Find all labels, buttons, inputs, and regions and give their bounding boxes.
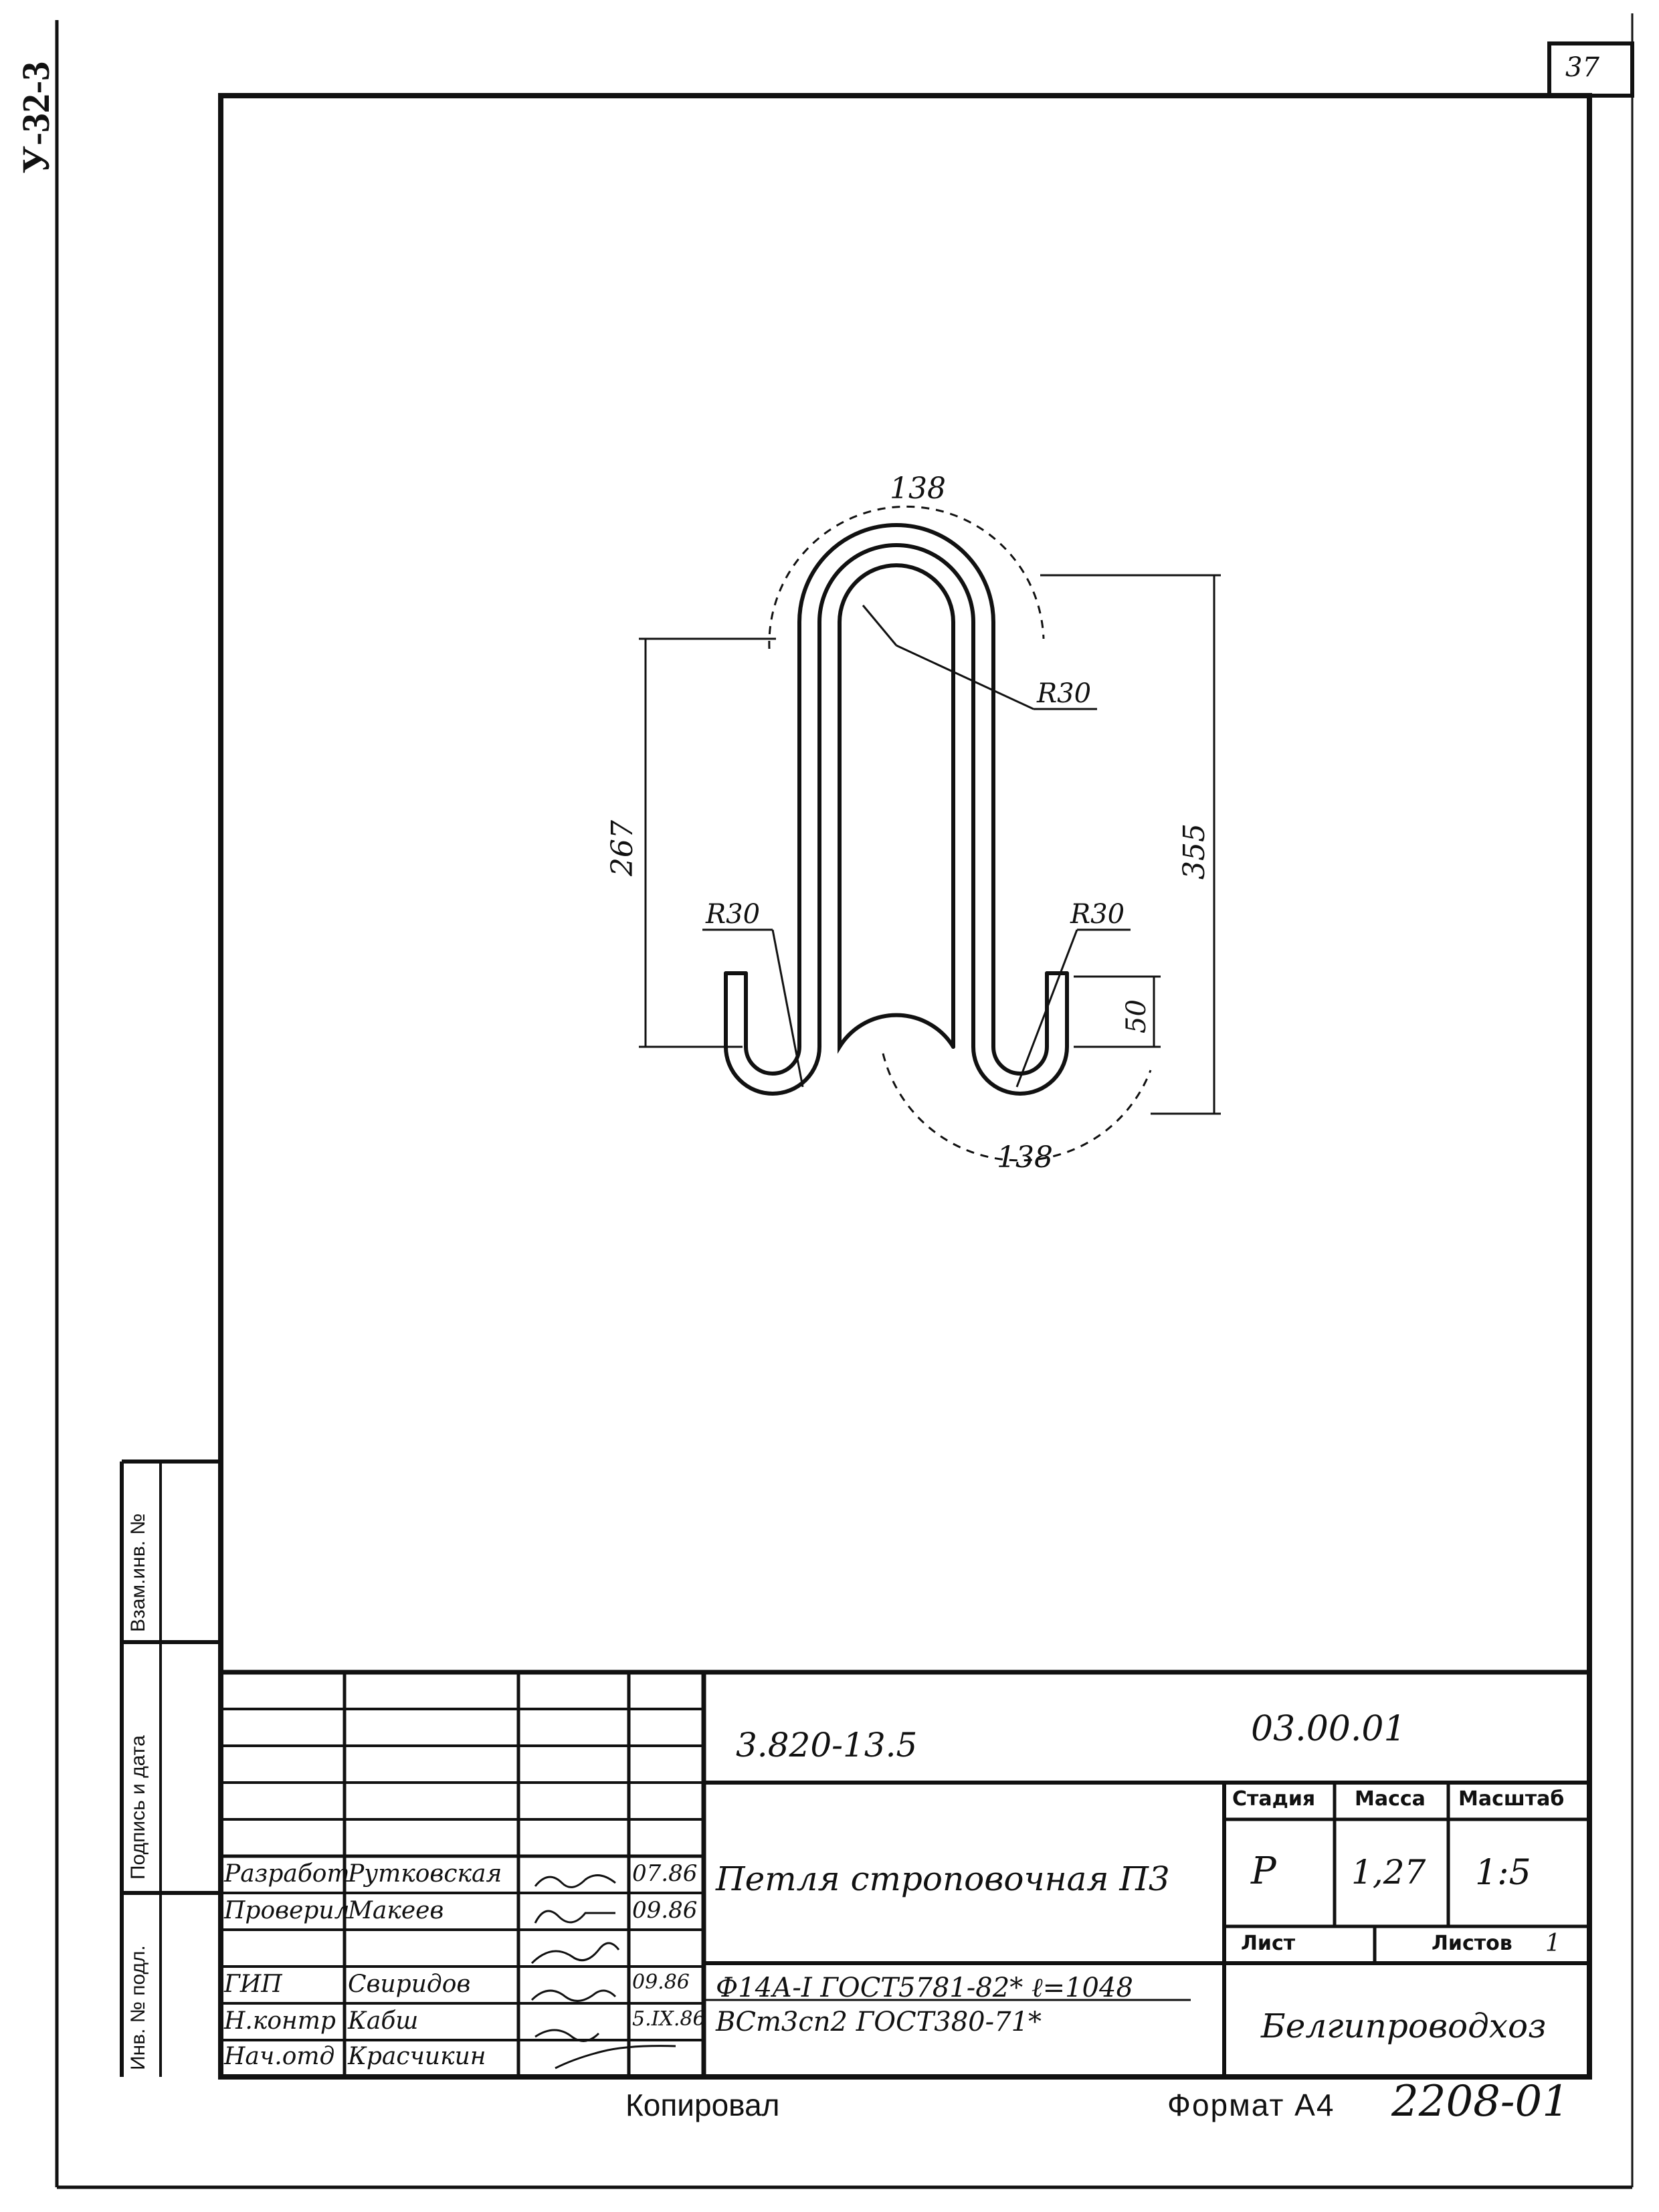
dim-bottom-arc: 138 bbox=[997, 1140, 1053, 1175]
format-label: Формат А4 bbox=[1167, 2088, 1335, 2122]
mass-header: Масса bbox=[1355, 1787, 1426, 1811]
signature-row bbox=[221, 1931, 704, 1968]
dim-radius-left: R30 bbox=[705, 899, 760, 930]
sig-date: 5.IX.86 bbox=[632, 2007, 706, 2031]
material-line2: ВСт3сп2 ГОСТ380-71* bbox=[716, 2007, 1042, 2037]
sig-role: ГИП bbox=[224, 1971, 282, 1998]
sig-name: Красчикин bbox=[348, 2043, 486, 2070]
sig-date: 09.86 bbox=[632, 1971, 690, 1994]
signature-row: Разработ Рутковская 07.86 bbox=[221, 1857, 704, 1894]
sig-role: Н.контр bbox=[224, 2007, 336, 2035]
sheets-value: 1 bbox=[1545, 1930, 1561, 1957]
copied-label: Копировал bbox=[625, 2088, 780, 2122]
sig-date: 07.86 bbox=[632, 1860, 698, 1887]
dim-top-arc: 138 bbox=[890, 472, 946, 506]
stage-header: Стадия bbox=[1232, 1787, 1316, 1811]
doc-number: 2208-01 bbox=[1391, 2077, 1569, 2126]
scale-value: 1:5 bbox=[1475, 1853, 1531, 1893]
sig-name: Свиридов bbox=[348, 1971, 471, 1998]
sig-name: Кабш bbox=[348, 2007, 419, 2035]
organization: Белгипроводхоз bbox=[1261, 2007, 1547, 2045]
dim-radius-right: R30 bbox=[1070, 899, 1125, 930]
stage-value: Р bbox=[1251, 1849, 1276, 1893]
signature-row: Н.контр Кабш 5.IX.86 bbox=[221, 2005, 706, 2041]
dim-right-height: 355 bbox=[1177, 823, 1211, 880]
signature-row: ГИП Свиридов 09.86 bbox=[221, 1968, 704, 2005]
dim-left-height: 267 bbox=[605, 820, 640, 877]
designation-code: 03.00.01 bbox=[1251, 1709, 1406, 1749]
sig-date: 09.86 bbox=[632, 1897, 698, 1924]
dim-hook: 50 bbox=[1121, 999, 1152, 1033]
sig-role: Нач.отд bbox=[224, 2043, 335, 2070]
mass-value: 1,27 bbox=[1351, 1853, 1426, 1892]
sig-name: Рутковская bbox=[348, 1860, 502, 1888]
scale-header: Масштаб bbox=[1458, 1787, 1565, 1811]
dim-radius-top: R30 bbox=[1036, 678, 1091, 709]
material-line1: Ф14А-I ГОСТ5781-82* ℓ=1048 bbox=[716, 1973, 1133, 2003]
sig-role: Проверил bbox=[224, 1897, 350, 1924]
sheet-label: Лист bbox=[1241, 1932, 1296, 1955]
sig-role: Разработ bbox=[224, 1860, 350, 1888]
sig-name: Макеев bbox=[348, 1897, 444, 1924]
sheet-number: 37 bbox=[1565, 52, 1599, 83]
part-name: Петля строповочная П3 bbox=[716, 1859, 1170, 1898]
signature-row: Проверил Макеев 09.86 bbox=[221, 1894, 704, 1931]
designation: 3.820-13.5 bbox=[736, 1726, 918, 1765]
signature-row: Нач.отд Красчикин bbox=[221, 2041, 704, 2075]
sheets-label: Листов bbox=[1432, 1932, 1512, 1955]
